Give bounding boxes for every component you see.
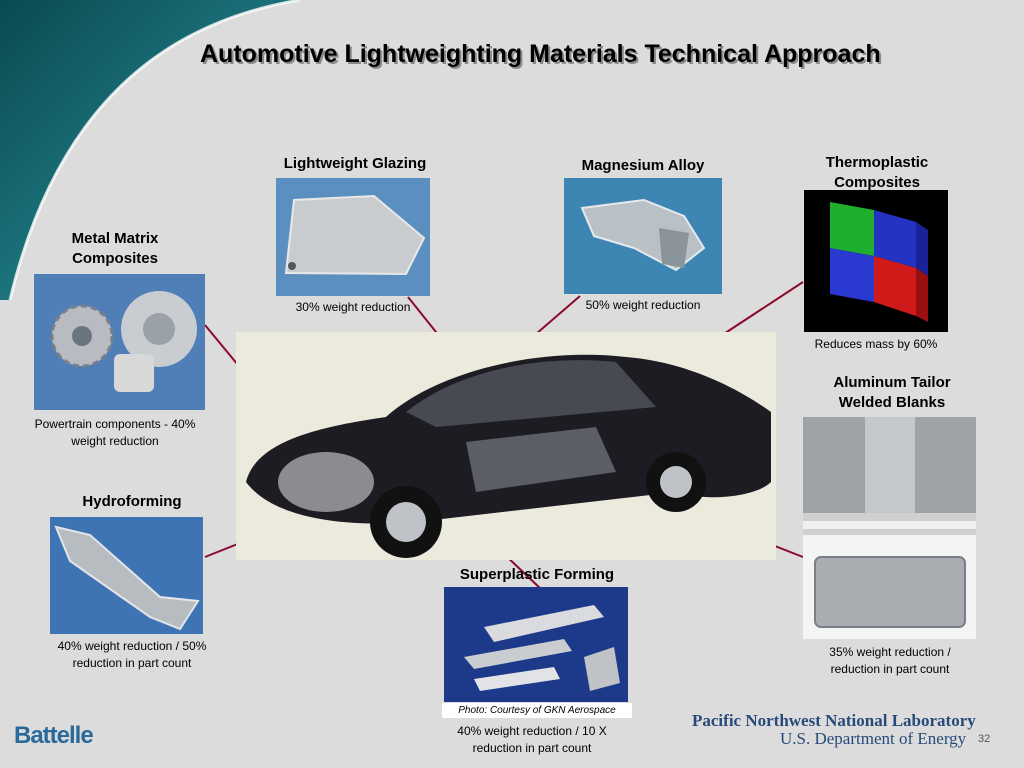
magnesium-caption: 50% weight reduction — [585, 298, 701, 312]
background-swoosh — [0, 0, 301, 301]
hydroforming-label: Hydroforming — [82, 493, 182, 510]
glazing-photo — [276, 178, 430, 296]
hydroforming-photo — [50, 517, 203, 634]
metal-matrix-label: Metal Matrix Composites — [71, 230, 159, 267]
aluminum-caption: 35% weight reduction / reduction in part… — [829, 645, 951, 676]
battelle-logo: Battelle — [14, 722, 94, 749]
slide-title: Automotive Lightweighting Materials Tech… — [200, 40, 881, 68]
aluminum-label: Aluminum Tailor Welded Blanks — [833, 374, 951, 411]
thermoplastic-caption: Reduces mass by 60% — [814, 337, 938, 351]
metal-matrix-caption: Powertrain components - 40% weight reduc… — [34, 417, 196, 448]
superplastic-caption: 40% weight reduction / 10 X reduction in… — [457, 724, 607, 755]
glazing-label: Lightweight Glazing — [283, 155, 427, 172]
superplastic-photo — [444, 587, 628, 702]
thermoplastic-label: Thermoplastic Composites — [825, 154, 929, 191]
glazing-caption: 30% weight reduction — [295, 300, 411, 314]
photo-credit: Photo: Courtesy of GKN Aerospace — [442, 703, 632, 718]
hydroforming-caption: 40% weight reduction / 50% reduction in … — [57, 639, 207, 670]
doe-text: U.S. Department of Energy — [780, 729, 967, 748]
aluminum-photo — [803, 417, 976, 639]
superplastic-label: Superplastic Forming — [459, 566, 615, 583]
magnesium-label: Magnesium Alloy — [581, 157, 705, 174]
car-cutaway-image — [236, 332, 776, 560]
thermoplastic-photo — [804, 190, 948, 332]
page-number: 32 — [978, 733, 991, 745]
magnesium-photo — [564, 178, 722, 294]
pnnl-logo-text: Pacific Northwest National Laboratory — [692, 711, 976, 730]
metal-matrix-photo — [34, 274, 205, 410]
